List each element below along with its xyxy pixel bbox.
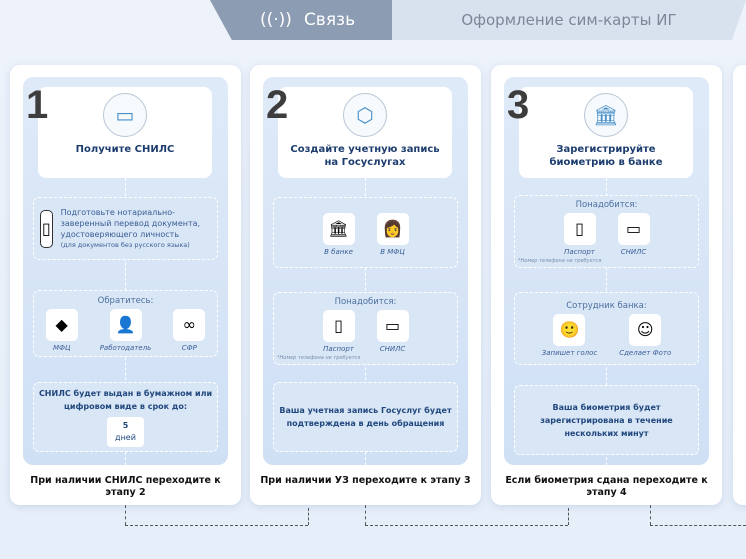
gosuslugi-logo-icon: ⬡ <box>343 93 387 137</box>
step-title: Создайте учетную запись на Госуслугах <box>290 144 440 168</box>
connector-line <box>125 505 126 525</box>
employer-icon: 👤 <box>109 308 142 341</box>
item-label: В МФЦ <box>380 247 405 256</box>
section-title: Обратитесь: <box>97 295 154 306</box>
result-section: СНИЛС будет выдан в бумажном или цифрово… <box>33 382 218 452</box>
tab-label: Оформление сим-карты ИГ <box>461 11 677 29</box>
item-label: Работодатель <box>99 343 152 352</box>
voice-record-icon: 🙂 <box>553 313 586 346</box>
list-item: ▯ Паспорт <box>322 309 355 353</box>
mfc-clerk-icon: 👩 <box>376 212 409 245</box>
item-label: В банке <box>324 247 353 256</box>
step-title: Зарегистрируйте биометрию в банке <box>549 144 663 168</box>
snils-card-icon: ▭ <box>103 93 147 137</box>
list-item: ☺ Сделает Фото <box>619 313 672 357</box>
section-title: Понадобится: <box>334 296 397 307</box>
step-footer: При наличии СНИЛС переходите к этапу 2 <box>30 475 221 498</box>
step-card-4-partial <box>733 65 746 505</box>
note-text: *Номер телефона не требуется <box>277 354 361 361</box>
badge-value: 5 <box>122 421 129 430</box>
snils-card-icon: ▭ <box>376 309 409 342</box>
result-text: Ваша учетная запись Госуслуг будет подтв… <box>279 406 452 428</box>
step-footer: При наличии УЗ переходите к этапу 3 <box>260 475 471 486</box>
note-text: *Номер телефона не требуется <box>518 257 602 264</box>
step-panel: ▭ Получите СНИЛС 1 ▯Подготовьте нотариально… <box>23 77 228 465</box>
item-list: ◆ МФЦ 👤 Работодатель ∞ СФР <box>45 308 206 352</box>
item-label: СФР <box>181 343 197 352</box>
doc-subtext: (для документов без русского языка) <box>60 240 190 249</box>
list-item: 👤 Работодатель <box>99 308 152 352</box>
tab-svyaz[interactable]: ((·)) Связь <box>210 0 392 40</box>
days-badge: 5 дней <box>107 417 144 447</box>
document-text: Подготовьте нотариально-заверенный перев… <box>61 207 214 251</box>
doc-text: Подготовьте нотариально-заверенный перев… <box>60 207 201 239</box>
item-label: Сделает Фото <box>619 348 672 357</box>
tab-bar: ((·)) Связь Оформление сим-карты ИГ <box>210 0 746 40</box>
step-number: 3 <box>507 83 530 127</box>
connector-line <box>125 525 308 526</box>
list-item: 🏛 В банке <box>322 212 355 256</box>
result-section: Ваша биометрия будет зарегистрирована в … <box>514 385 699 455</box>
connector-arrow-up <box>308 508 309 525</box>
connector-line <box>365 525 568 526</box>
connector-line <box>650 505 651 525</box>
step-title: Получите СНИЛС <box>75 144 175 155</box>
sfr-logo-icon: ∞ <box>173 308 206 341</box>
connector-line <box>365 505 366 525</box>
step-header: ⬡ Создайте учетную запись на Госуслугах <box>278 87 452 178</box>
snils-card-icon: ▭ <box>617 212 650 245</box>
badge-unit: дней <box>115 433 136 442</box>
step-number: 1 <box>26 83 49 127</box>
list-item: 🙂 Запишет голос <box>541 313 598 357</box>
passport-icon: ▯ <box>563 212 596 245</box>
connector-line <box>650 525 746 526</box>
antenna-icon: ((·)) <box>260 10 292 30</box>
passport-icon: ▯ <box>40 209 53 248</box>
result-text: Ваша биометрия будет зарегистрирована в … <box>540 402 673 438</box>
list-item: ◆ МФЦ <box>45 308 78 352</box>
places-section: 🏛 В банке 👩 В МФЦ <box>273 197 458 268</box>
section-title: Понадобится: <box>575 199 638 210</box>
item-label: МФЦ <box>52 343 71 352</box>
staff-section: Сотрудник банка: 🙂 Запишет голос ☺ Сделает Ф… <box>514 292 699 365</box>
item-label: СНИЛС <box>379 344 406 353</box>
item-label: Паспорт <box>564 247 595 256</box>
tab-sim-card[interactable]: Оформление сим-карты ИГ <box>392 0 746 40</box>
item-list: 🙂 Запишет голос ☺ Сделает Фото <box>541 313 672 357</box>
item-label: Паспорт <box>323 344 354 353</box>
needs-section: Понадобится: ▯ Паспорт ▭ СНИЛС *Номер телефон… <box>514 195 699 268</box>
item-list: ▯ Паспорт ▭ СНИЛС <box>322 309 409 353</box>
list-item: 👩 В МФЦ <box>376 212 409 256</box>
mfc-logo-icon: ◆ <box>45 308 78 341</box>
step-header: 🏛 Зарегистрируйте биометрию в банке <box>519 87 693 178</box>
face-photo-icon: ☺ <box>629 313 662 346</box>
connector-arrow-up <box>568 508 569 525</box>
step-footer: Если биометрия сдана переходите к этапу … <box>505 475 708 498</box>
step-card-1: ▭ Получите СНИЛС 1 ▯Подготовьте нотариально… <box>10 65 241 505</box>
bank-icon: 🏛 <box>584 93 628 137</box>
needs-section: Понадобится: ▯ Паспорт ▭ СНИЛС *Номер телефон… <box>273 292 458 365</box>
step-number: 2 <box>266 83 289 127</box>
item-label: СНИЛС <box>620 247 647 256</box>
list-item: ▯ Паспорт <box>563 212 596 256</box>
result-text: СНИЛС будет выдан в бумажном или цифрово… <box>38 389 213 411</box>
item-list: ▯ Паспорт ▭ СНИЛС <box>563 212 650 256</box>
section-title: Сотрудник банка: <box>566 300 647 311</box>
item-label: Запишет голос <box>541 348 598 357</box>
tab-label: Связь <box>303 10 356 30</box>
result-section: Ваша учетная запись Госуслуг будет подтв… <box>273 382 458 452</box>
contact-section: Обратитесь: ◆ МФЦ 👤 Работодатель ∞ СФР <box>33 290 218 357</box>
list-item: ∞ СФР <box>173 308 206 352</box>
item-list: 🏛 В банке 👩 В МФЦ <box>322 212 409 256</box>
step-header: ▭ Получите СНИЛС <box>38 87 212 178</box>
passport-icon: ▯ <box>322 309 355 342</box>
bank-icon: 🏛 <box>322 212 355 245</box>
list-item: ▭ СНИЛС <box>376 309 409 353</box>
document-note: ▯Подготовьте нотариально-заверенный пере… <box>33 197 218 260</box>
list-item: ▭ СНИЛС <box>617 212 650 256</box>
